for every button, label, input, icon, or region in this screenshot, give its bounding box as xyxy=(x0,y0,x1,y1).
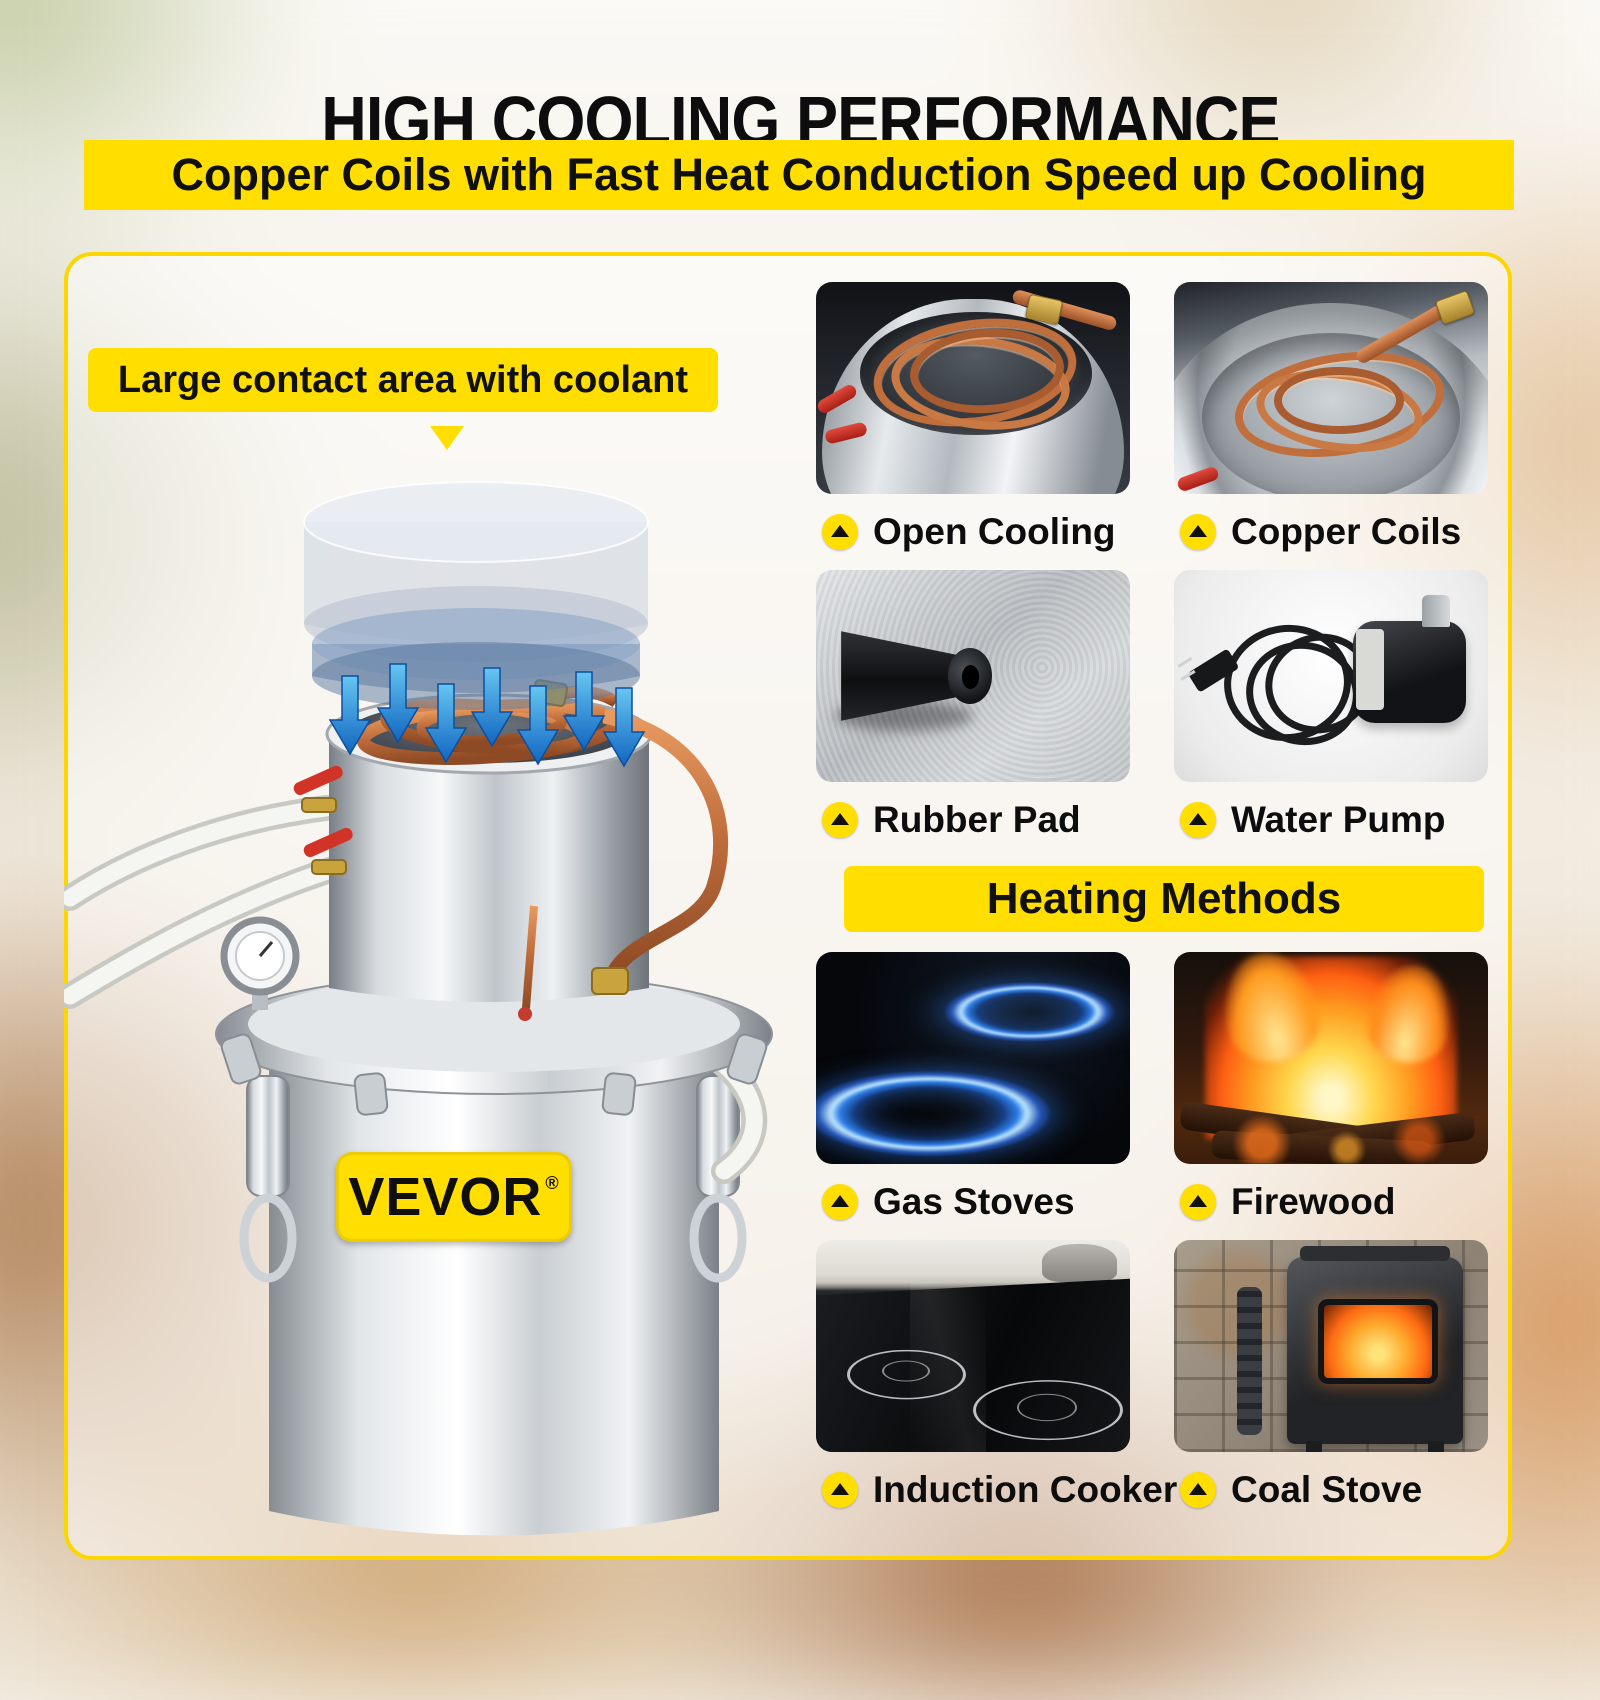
triangle-up-icon xyxy=(822,1472,858,1508)
gas-stoves-photo xyxy=(816,952,1130,1164)
heating-card-firewood: Firewood xyxy=(1174,952,1488,1240)
coil-ring xyxy=(1274,366,1404,434)
feature-caption: Rubber Pad xyxy=(822,798,1130,842)
subtitle-text: Copper Coils with Fast Heat Conduction S… xyxy=(171,149,1427,200)
thermometer-gauge xyxy=(220,916,300,1010)
burner-ring xyxy=(973,1380,1124,1441)
subtitle-banner: Copper Coils with Fast Heat Conduction S… xyxy=(84,140,1514,210)
brand-text: VEVOR xyxy=(348,1167,543,1227)
clamp-ring-right xyxy=(689,1193,747,1283)
heating-card-coal-stove: Coal Stove xyxy=(1174,1240,1488,1528)
feature-caption: Open Cooling xyxy=(822,510,1130,554)
feature-card-open-cooling: Open Cooling xyxy=(816,282,1130,570)
pump-label-shape xyxy=(1356,629,1385,710)
feature-label: Copper Coils xyxy=(1231,511,1462,552)
callout-label: Large contact area with coolant xyxy=(88,348,718,412)
feature-card-copper-coils: Copper Coils xyxy=(1174,282,1488,570)
embers-glow xyxy=(1174,1113,1488,1164)
triangle-up-icon xyxy=(1180,802,1216,838)
valve-body-upper xyxy=(301,797,337,813)
page: { "header": { "title": "HIGH COOLING PER… xyxy=(0,0,1600,1600)
firewood-photo xyxy=(1174,952,1488,1164)
clamp-left xyxy=(246,1075,290,1197)
stove-accessory-pipe xyxy=(1236,1286,1262,1436)
flame-ring xyxy=(929,976,1130,1047)
water-pump-photo xyxy=(1174,570,1488,782)
feature-card-rubber-pad: Rubber Pad xyxy=(816,570,1130,858)
rubber-pad-hole xyxy=(962,665,980,689)
triangle-up-icon xyxy=(1180,1184,1216,1220)
triangle-down-icon xyxy=(430,426,464,450)
heating-row-2: Induction Cooker Coal Stove xyxy=(816,1240,1488,1528)
valve-body-lower xyxy=(311,859,347,875)
feature-row-2: Rubber Pad Water Pump xyxy=(816,570,1488,858)
still-illustration xyxy=(64,481,773,1536)
feature-card-water-pump: Water Pump xyxy=(1174,570,1488,858)
feature-caption: Gas Stoves xyxy=(822,1180,1130,1224)
feature-label: Gas Stoves xyxy=(873,1181,1075,1222)
triangle-up-icon xyxy=(1180,514,1216,550)
triangle-up-icon xyxy=(822,514,858,550)
main-panel: Large contact area with coolant xyxy=(64,252,1512,1560)
feature-label: Water Pump xyxy=(1231,799,1446,840)
feature-label: Coal Stove xyxy=(1231,1469,1423,1510)
triangle-up-icon xyxy=(1180,1472,1216,1508)
feature-caption: Coal Stove xyxy=(1180,1468,1488,1512)
stove-fire-window xyxy=(1318,1299,1438,1385)
brand-badge: VEVOR® xyxy=(336,1152,572,1242)
valve-lever-upper xyxy=(293,765,343,796)
feature-label: Firewood xyxy=(1231,1181,1396,1222)
feature-row-1: Open Cooling Copper Coils xyxy=(816,282,1488,570)
coal-stove-photo xyxy=(1174,1240,1488,1452)
lid-plate xyxy=(215,973,773,1116)
copper-pipe xyxy=(518,708,729,1021)
stove-top-plate xyxy=(1299,1246,1451,1262)
feature-label: Open Cooling xyxy=(873,511,1116,552)
valve-lever-lower xyxy=(303,827,353,858)
burner-ring-inner xyxy=(881,1360,930,1382)
flame-ring xyxy=(816,1062,1074,1164)
feature-caption: Water Pump xyxy=(1180,798,1488,842)
feature-grid: Open Cooling Copper Coils xyxy=(816,282,1488,1528)
coolant-hoses xyxy=(64,795,349,1009)
plug-prong xyxy=(1177,657,1193,669)
feature-label: Induction Cooker xyxy=(873,1469,1178,1510)
feature-caption: Copper Coils xyxy=(1180,510,1488,554)
callout-text: Large contact area with coolant xyxy=(117,358,689,401)
boiler-pot xyxy=(239,1054,747,1536)
kettle-shape xyxy=(1042,1244,1118,1283)
brass-fitting-shape xyxy=(1435,289,1476,325)
brand-registered-mark: ® xyxy=(545,1172,560,1193)
stove-leg xyxy=(1305,1441,1322,1452)
triangle-up-icon xyxy=(822,802,858,838)
rubber-pad-photo xyxy=(816,570,1130,782)
feature-caption: Induction Cooker xyxy=(822,1468,1177,1512)
clamp-ring-left xyxy=(239,1193,297,1283)
feature-caption: Firewood xyxy=(1180,1180,1488,1224)
heating-methods-title: Heating Methods xyxy=(986,874,1342,923)
pot-mouth-shape xyxy=(859,311,1093,435)
induction-cooker-photo xyxy=(816,1240,1130,1452)
heating-row-1: Gas Stoves Firewood xyxy=(816,952,1488,1240)
floating-lid xyxy=(303,481,649,710)
copper-coils-photo xyxy=(1174,282,1488,494)
glass-reflection xyxy=(910,1282,986,1452)
open-cooling-photo xyxy=(816,282,1130,494)
pump-nozzle-shape xyxy=(1422,595,1451,628)
heating-card-gas-stoves: Gas Stoves xyxy=(816,952,1130,1240)
burner-ring xyxy=(847,1349,967,1400)
heating-methods-banner: Heating Methods xyxy=(844,866,1484,932)
stove-leg xyxy=(1428,1441,1445,1452)
heating-card-induction-cooker: Induction Cooker xyxy=(816,1240,1177,1528)
burner-ring-inner xyxy=(1016,1393,1078,1422)
triangle-up-icon xyxy=(822,1184,858,1220)
feature-label: Rubber Pad xyxy=(873,799,1081,840)
product-photo: VEVOR® xyxy=(64,436,808,1560)
